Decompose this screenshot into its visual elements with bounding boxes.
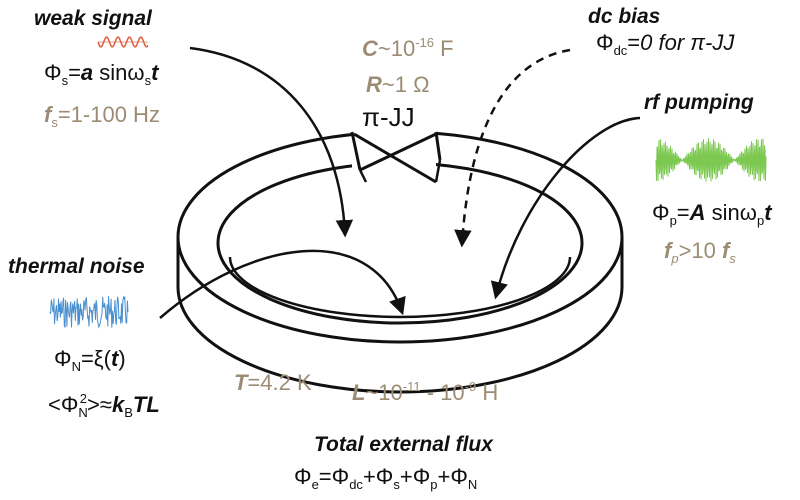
weak-signal-arrow (189, 46, 354, 238)
weak-signal-frequency: fs=1-100 Hz (44, 102, 160, 130)
ring-inner-wall (228, 256, 572, 319)
junction-type-label: π-JJ (362, 102, 415, 132)
rf-pumping-wave-icon (655, 137, 767, 182)
rf-pumping-arrow (490, 116, 641, 300)
weak-signal-wave-icon (97, 36, 149, 48)
ring-inner-edge (216, 161, 584, 325)
pi-junction (350, 128, 442, 184)
dc-bias-title: dc bias (588, 5, 661, 28)
junction-capacitance: C~10-16 F (362, 35, 454, 61)
rf-pumping-formula: Φp=A sinωpt (652, 200, 772, 228)
thermal-noise-arrow (159, 249, 406, 319)
thermal-noise-formula: ΦN=ξ(t) (54, 346, 126, 374)
weak-signal-title: weak signal (34, 7, 152, 30)
total-flux-formula: Φe=Φdc+Φs+Φp+ΦN (294, 464, 478, 492)
temperature-label: T=4.2 K (234, 370, 312, 395)
rf-pumping-title: rf pumping (644, 91, 754, 114)
weak-signal-formula: Φs=a sinωst (44, 60, 159, 88)
inductance-label: L~10-11 - 10-9 H (352, 379, 499, 405)
total-flux-title: Total external flux (314, 433, 493, 456)
rf-pumping-frequency: fp>10 fs (664, 238, 736, 266)
thermal-noise-wave-icon (49, 295, 129, 329)
junction-resistance: R~1 Ω (366, 72, 430, 97)
dc-bias-formula: Φdc=0 for π-JJ (596, 30, 735, 58)
thermal-noise-variance: <ΦN2>≈kBTL (48, 391, 160, 420)
thermal-noise-title: thermal noise (8, 255, 145, 278)
